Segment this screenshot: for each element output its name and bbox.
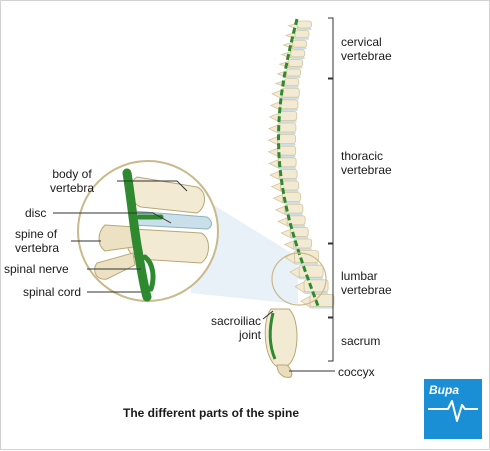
intervertebral-disc bbox=[284, 85, 299, 88]
region-brackets bbox=[262, 17, 335, 372]
intervertebral-disc bbox=[297, 28, 312, 31]
intervertebral-disc bbox=[280, 190, 299, 193]
vertebra bbox=[303, 279, 329, 293]
bupa-logo-wordmark: Bupa bbox=[429, 383, 459, 397]
label-spinal-nerve: spinal nerve bbox=[4, 262, 69, 276]
spinous-process bbox=[277, 217, 288, 227]
intervertebral-disc bbox=[286, 76, 301, 79]
label-line: spinal nerve bbox=[4, 262, 69, 276]
spinous-process bbox=[267, 147, 279, 157]
vertebra bbox=[288, 59, 304, 67]
spinous-process bbox=[267, 136, 278, 146]
label-thoracic-vertebrae: thoracic vertebrae bbox=[341, 149, 392, 177]
intervertebral-disc bbox=[277, 155, 296, 158]
label-line: lumbar bbox=[341, 269, 378, 283]
vertebra bbox=[286, 68, 302, 77]
label-line: thoracic bbox=[341, 149, 384, 163]
lumbar-highlight-circle bbox=[271, 252, 327, 306]
label-line: spine of bbox=[15, 227, 58, 241]
vertebra bbox=[294, 30, 310, 39]
vertebra bbox=[290, 49, 306, 58]
heartbeat-icon bbox=[428, 400, 478, 422]
intervertebral-disc bbox=[292, 47, 307, 50]
spinous-process bbox=[271, 89, 282, 99]
spinous-process bbox=[268, 112, 280, 123]
coccyx-bone bbox=[276, 364, 293, 378]
spinous-process bbox=[283, 240, 295, 250]
label-body-of-vertebra: body of vertebra bbox=[29, 167, 115, 195]
intervertebral-disc bbox=[279, 178, 298, 181]
intervertebral-disc bbox=[278, 120, 297, 123]
label-line: sacroiliac bbox=[210, 314, 261, 328]
vertebra bbox=[277, 134, 296, 145]
vertebra bbox=[297, 20, 312, 29]
detail-leader-lines bbox=[53, 180, 188, 293]
label-disc: disc bbox=[25, 206, 46, 220]
figure-caption: The different parts of the spine bbox=[122, 406, 299, 420]
label-coccyx: coccyx bbox=[338, 365, 375, 379]
intervertebral-disc bbox=[288, 66, 303, 69]
sacrum-nerve bbox=[268, 312, 277, 360]
label-line: cervical bbox=[341, 35, 382, 49]
intervertebral-disc bbox=[294, 262, 319, 265]
spinous-process bbox=[272, 194, 283, 204]
vertebra bbox=[284, 78, 300, 86]
label-line: sacrum bbox=[341, 334, 381, 348]
intervertebral-disc bbox=[277, 132, 296, 135]
vertebra bbox=[292, 39, 308, 48]
spinous-process bbox=[294, 281, 305, 294]
label-line: vertebra bbox=[15, 241, 60, 255]
spinous-process bbox=[269, 170, 280, 181]
spinous-process bbox=[269, 101, 281, 111]
label-line: coccyx bbox=[338, 365, 375, 379]
bupa-logo: Bupa bbox=[424, 379, 482, 439]
vertebra bbox=[277, 122, 297, 133]
spinous-process bbox=[280, 228, 291, 239]
intervertebral-disc bbox=[277, 143, 296, 146]
label-line: vertebrae bbox=[341, 163, 392, 177]
intervertebral-disc bbox=[279, 108, 298, 111]
label-line: body of bbox=[52, 167, 92, 181]
spinous-process bbox=[267, 124, 279, 134]
vertebra bbox=[279, 99, 299, 110]
label-line: joint bbox=[238, 328, 261, 342]
label-line: vertebrae bbox=[341, 49, 392, 63]
label-line: vertebra bbox=[49, 181, 95, 195]
intervertebral-disc bbox=[282, 201, 301, 204]
spinal-cord-line bbox=[277, 18, 320, 308]
spinous-process bbox=[300, 295, 311, 308]
label-cervical-vertebrae: cervical vertebrae bbox=[341, 35, 392, 63]
detail-vertebrae bbox=[94, 168, 212, 302]
spinous-process bbox=[270, 182, 281, 192]
vertebra bbox=[280, 87, 300, 98]
intervertebral-disc bbox=[278, 166, 297, 169]
vertebra bbox=[278, 111, 298, 121]
intervertebral-disc bbox=[295, 37, 310, 40]
intervertebral-disc bbox=[299, 277, 324, 280]
spinous-process bbox=[289, 266, 300, 279]
spinous-process bbox=[274, 205, 286, 215]
intervertebral-disc bbox=[281, 97, 300, 100]
label-line: disc bbox=[25, 206, 47, 220]
intervertebral-disc bbox=[309, 306, 334, 309]
label-sacrum: sacrum bbox=[341, 334, 380, 348]
label-spinal-cord: spinal cord bbox=[23, 285, 81, 299]
intervertebral-disc bbox=[290, 56, 305, 59]
label-lumbar-vertebrae: lumbar vertebrae bbox=[341, 269, 392, 297]
label-spine-of-vertebra: spine of vertebra bbox=[15, 227, 59, 255]
label-line: spinal cord bbox=[23, 285, 82, 299]
spinous-process bbox=[268, 159, 279, 169]
label-line: vertebrae bbox=[341, 283, 392, 297]
label-sacroiliac-joint: sacroiliac joint bbox=[161, 314, 261, 342]
